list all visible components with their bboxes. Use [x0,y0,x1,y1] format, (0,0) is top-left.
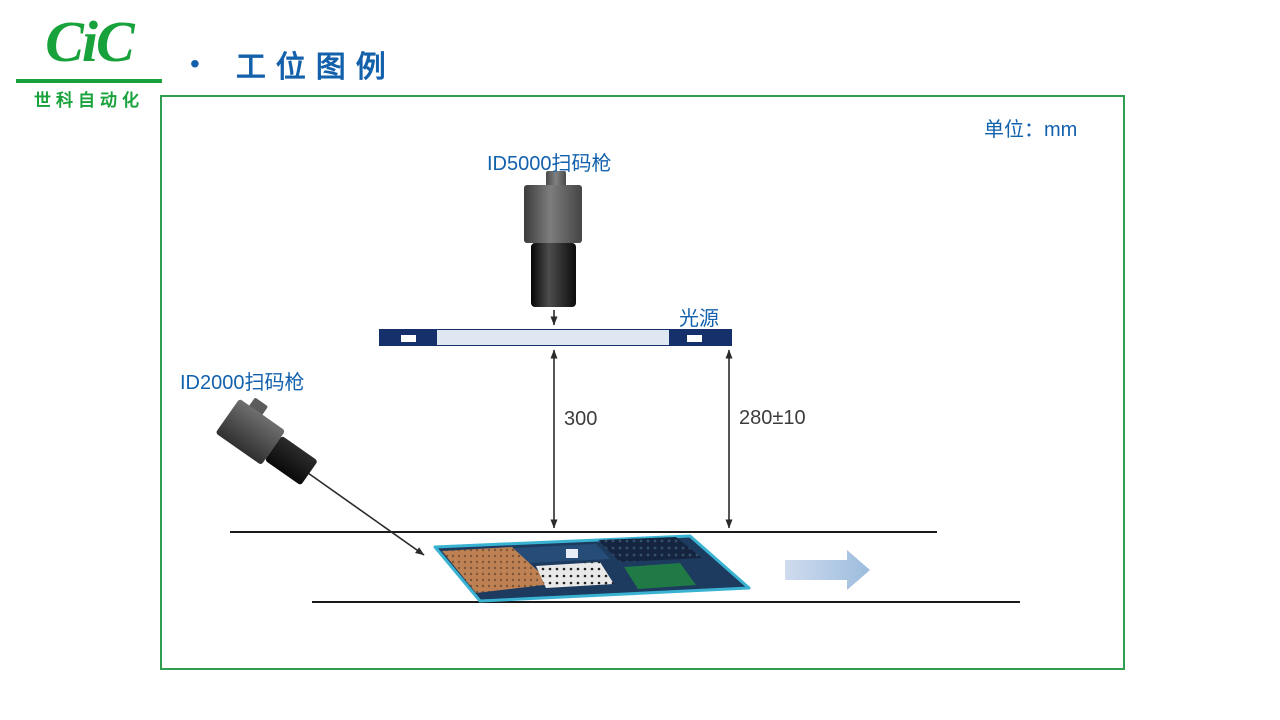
unit-label: 单位：mm [984,119,1078,141]
diagram-drawing [230,310,1020,603]
camera-id5000-label: ID5000扫码枪 [487,153,612,175]
camera-id5000-lens [531,243,576,307]
light-source-mark-right [687,335,702,342]
light-source-label: 光源 [679,308,719,330]
flow-direction-arrow-icon [785,550,870,590]
tray-green-pcb [624,563,696,589]
tray-white-chip [566,549,578,558]
camera-id5000-connector [546,171,566,187]
page-title: 工位图例 [235,51,396,84]
light-source-window [437,330,669,345]
tray-white-label-board [536,562,614,588]
camera-id2000-label: ID2000扫码枪 [180,372,305,394]
logo-underline [16,79,162,84]
product-tray [433,534,751,603]
tray-dark-grid-board [598,537,702,562]
title-bullet: • [190,48,200,79]
dimension-300-value: 300 [564,408,598,430]
dimension-280-value: 280±10 [739,407,806,429]
logo-subtext: 世科自动化 [34,91,144,111]
tray-mid-board [514,544,610,563]
diagram-frame: 单位：mm ID5000扫码枪 ID2000扫码枪 光源 300 280±10 [160,95,1125,670]
id2000-sight-arrow-icon [307,472,425,556]
logo-text: CiC [45,9,135,74]
light-source-mark-left [401,335,416,342]
tray-copper-board [442,547,552,593]
camera-id5000-body [524,185,582,243]
light-source-bar [379,329,732,346]
title-row: • 工位图例 [190,42,396,86]
company-logo: CiC 世科自动化 [14,4,164,111]
